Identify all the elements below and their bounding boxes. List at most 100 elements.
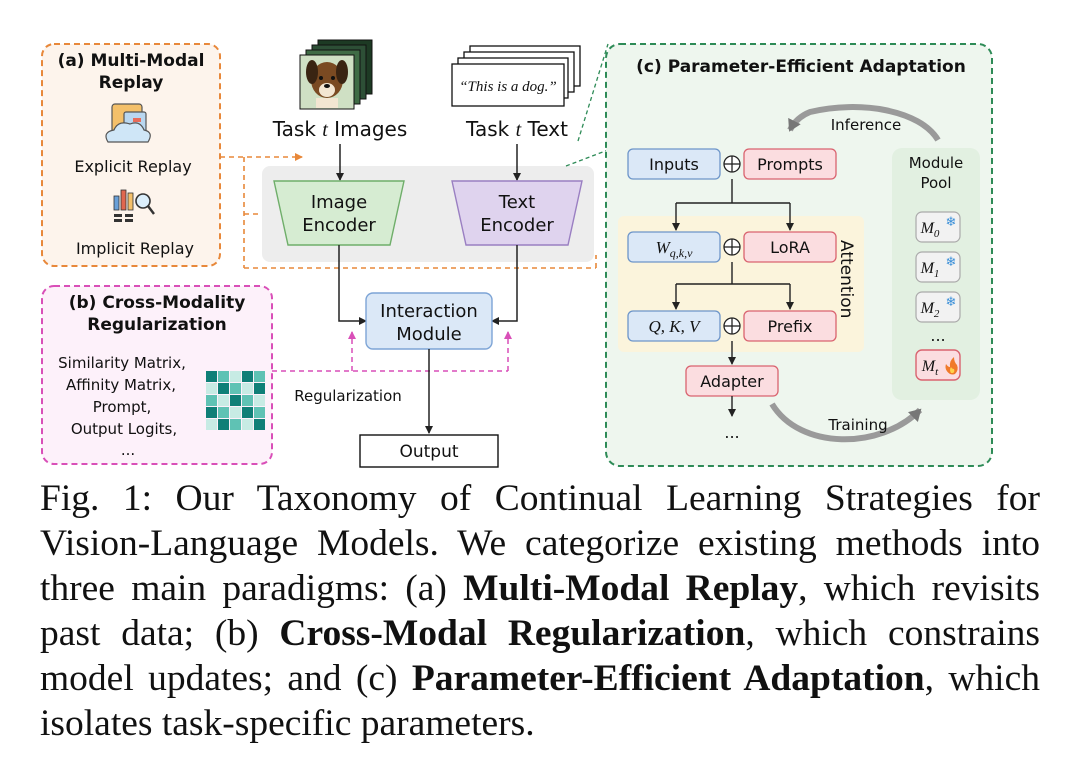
caption-bold-adaptation: Parameter-Efficient Adaptation [411,658,925,699]
figure-caption: Fig. 1: Our Taxonomy of Continual Learni… [40,478,1040,744]
implicit-replay-label: Implicit Replay [76,239,194,258]
task-text-label: Task t Text [465,117,568,141]
attention-label: Attention [836,240,856,318]
fire-icon [945,357,958,375]
replay-connectors [220,153,597,269]
pool-ellipsis: ... [930,326,945,345]
svg-text:M0: M0 [920,220,940,240]
svg-text:Mt: Mt [921,358,939,378]
text-encoder-label-1: Text [498,192,535,213]
image-encoder-label-1: Image [311,192,367,213]
reg-item: Output Logits, [71,420,177,438]
module-pool-label-1: Module [909,154,964,172]
prompts-label: Prompts [757,155,823,174]
panel-a-title-line1: (a) Multi-Modal [58,51,205,71]
matrix-cell [218,395,229,406]
matrix-cell [206,419,217,430]
text-card-caption: “This is a dog.” [459,79,557,95]
reg-item: Prompt, [93,398,152,416]
matrix-cell [206,395,217,406]
matrix-cell [230,407,241,418]
matrix-cell [254,383,265,394]
text-encoder-label-2: Encoder [480,215,554,236]
matrix-cell [206,371,217,382]
matrix-cell [206,407,217,418]
prompts-box [743,148,837,180]
caption-bold-replay: Multi-Modal Replay [463,568,799,609]
cloud-folder-icon [105,103,151,143]
snowflake-icon: ❄ [946,215,957,230]
interaction-module-label-1: Interaction [380,301,478,322]
panel-b-title-line2: Regularization [87,315,227,335]
svg-text:M1: M1 [920,260,940,280]
matrix-cell [230,419,241,430]
inference-label: Inference [831,116,902,134]
matrix-cell [242,371,253,382]
center-pipeline: Task t Images “This is a dog.” Task t Te… [262,39,594,468]
regularization-label: Regularization [294,387,402,405]
w-qkv-label: Wq,k,v [656,238,693,260]
snowflake-icon: ❄ [946,295,957,310]
panel-c-title: (c) Parameter-Efficient Adaptation [636,57,966,77]
lora-label: LoRA [770,238,810,257]
matrix-cell [230,383,241,394]
dog-image-stack-icon [299,39,373,110]
panel-parameter-efficient-adaptation: (c) Parameter-Efficient Adaptation Atten… [565,43,993,467]
reg-item: Similarity Matrix, [58,354,186,372]
image-encoder [273,180,405,246]
matrix-cell [242,383,253,394]
output-box [359,434,499,468]
snowflake-icon: ❄ [946,255,957,270]
adapter-ellipsis: ... [724,423,739,442]
matrix-cell [230,395,241,406]
matrix-cell [218,371,229,382]
text-card-stack [451,45,581,107]
matrix-cell [218,419,229,430]
concat-icon [723,155,741,173]
image-encoder-label-2: Encoder [302,215,376,236]
matrix-cell [254,371,265,382]
task-images-label: Task t Images [272,117,408,141]
panel-b-title-line1: (b) Cross-Modality [69,293,246,313]
lora-box [743,231,837,263]
caption-bold-regularization: Cross-Modal Regularization [279,613,746,654]
adapter-label: Adapter [700,372,764,391]
module-item: M1 ❄ [915,251,961,283]
svg-text:M2: M2 [920,300,940,320]
text-encoder [451,180,583,246]
interaction-module-label-2: Module [396,324,461,345]
matrix-cell [242,407,253,418]
module-pool-label-2: Pool [920,174,951,192]
inputs-label: Inputs [649,155,699,174]
matrix-cell [206,383,217,394]
reg-item: Affinity Matrix, [66,376,176,394]
concat-icon [723,238,741,256]
training-label: Training [827,416,887,434]
module-item: M0 ❄ [915,211,961,243]
taxonomy-diagram: (a) Multi-Modal Replay Explicit Replay I… [41,39,993,468]
w-qkv-box [627,231,721,263]
prefix-box [743,310,837,342]
module-item: Mt [915,349,961,381]
panel-multi-modal-replay: (a) Multi-Modal Replay Explicit Replay I… [41,43,221,267]
matrix-cell [254,395,265,406]
matrix-cell [218,383,229,394]
prefix-label: Prefix [768,317,813,336]
panel-a-title-line2: Replay [99,73,164,93]
qkv-box [627,310,721,342]
matrix-cell [218,407,229,418]
inputs-box [627,148,721,180]
qkv-label: Q, K, V [649,317,703,336]
reg-item: ... [121,441,135,459]
matrix-cell [254,407,265,418]
matrix-cell [242,395,253,406]
module-item: M2 ❄ [915,291,961,323]
panel-cross-modality-regularization: (b) Cross-Modality Regularization Simila… [41,285,273,465]
matrix-cell [230,371,241,382]
concat-icon [723,317,741,335]
matrix-grid-icon [206,371,265,430]
matrix-cell [254,419,265,430]
explicit-replay-label: Explicit Replay [74,157,191,176]
matrix-cell [242,419,253,430]
bar-chart-search-icon [113,189,155,222]
